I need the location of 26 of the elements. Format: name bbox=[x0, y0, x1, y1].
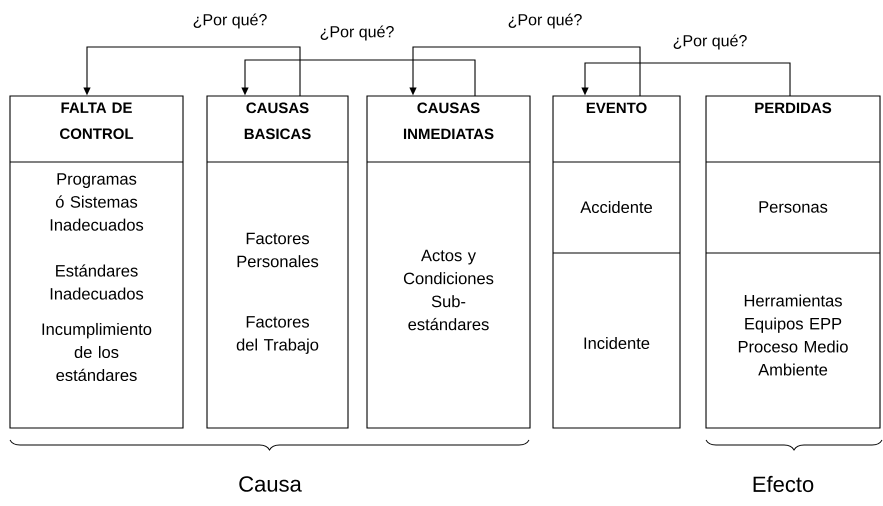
body-text: Incidente bbox=[584, 336, 650, 350]
body-text: Incumplimiento de los estándares bbox=[42, 322, 152, 382]
edge-label: ¿Por qué? bbox=[192, 12, 268, 30]
body-text: Personas bbox=[760, 201, 828, 213]
group-label: Causa bbox=[239, 476, 302, 492]
column-box bbox=[9, 95, 184, 429]
edge-label: ¿Por qué? bbox=[506, 12, 584, 30]
body-text: Factores Personales bbox=[238, 232, 318, 268]
header-text: FALTA DE CONTROL bbox=[60, 102, 134, 139]
header-text: CAUSAS INMEDIATAS bbox=[404, 102, 494, 140]
body-text: Accidente bbox=[580, 200, 652, 214]
column-box bbox=[552, 95, 681, 429]
column-box bbox=[366, 95, 531, 429]
column-box bbox=[206, 95, 349, 429]
group-label: Efecto bbox=[754, 476, 814, 492]
body-text: Factores del Trabajo bbox=[236, 316, 318, 354]
body-text: Programas ó Sistemas Inadecuados bbox=[50, 173, 144, 231]
header-text: CAUSAS BASICAS bbox=[244, 102, 311, 140]
header-text: EVENTO bbox=[586, 102, 647, 114]
body-text: Actos y Condiciones Sub-estándares bbox=[404, 250, 494, 330]
body-text: Herramientas Equipos EPP Proceso Medio Ambiente bbox=[738, 294, 848, 376]
column-box bbox=[705, 95, 881, 429]
body-text: Estándares Inadecuados bbox=[50, 264, 144, 300]
header-text: PERDIDAS bbox=[755, 102, 832, 114]
edge-label: ¿Por qué? bbox=[318, 24, 396, 42]
edge-label: ¿Por qué? bbox=[672, 33, 748, 51]
